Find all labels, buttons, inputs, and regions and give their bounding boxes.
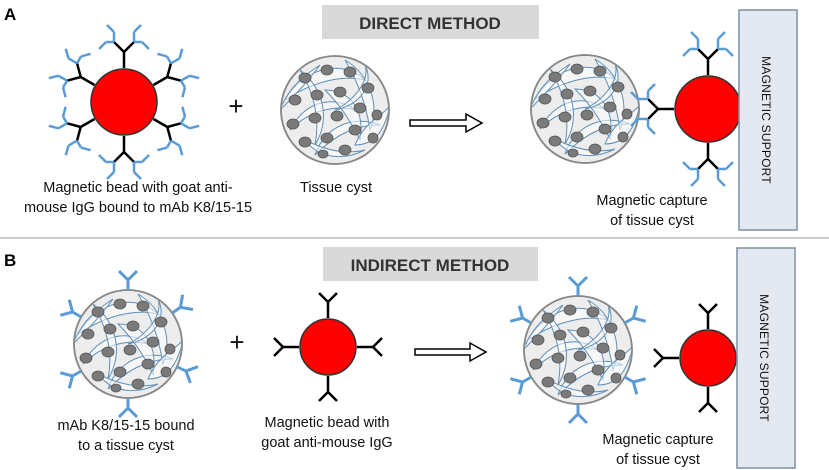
plus-sign-a: +: [228, 91, 243, 121]
tissue-cyst-a: [280, 56, 390, 164]
antibody-bead-a: [43, 23, 205, 181]
arrow-b: [414, 341, 488, 363]
title-box-a: DIRECT METHOD: [322, 5, 539, 39]
capture-caption-a-line1: Magnetic capture: [596, 193, 707, 209]
arrow-a: [409, 112, 484, 134]
magnetic-bead-b: [272, 291, 384, 403]
bead-caption-b-line1: Magnetic bead with: [265, 415, 390, 431]
bead-caption-a-line2: mouse IgG bound to mAb K8/15-15: [24, 200, 252, 216]
cyst-caption-b-line1: mAb K8/15-15 bound: [57, 418, 194, 434]
panel-b: B INDIRECT METHOD +: [4, 247, 796, 469]
magnetic-bead: [90, 68, 158, 136]
magnetic-support-label-b: MAGNETIC SUPPORT: [757, 294, 771, 422]
capture-caption-a-line2: of tissue cyst: [610, 213, 694, 229]
magnetic-support-a: MAGNETIC SUPPORT: [738, 9, 798, 231]
capture-caption-b-line1: Magnetic capture: [602, 432, 713, 448]
capture-complex-b: [508, 275, 737, 425]
bead-caption-a-line1: Magnetic bead with goat anti-: [43, 180, 233, 196]
cyst-caption-b-line2: to a tissue cyst: [78, 438, 174, 454]
capture-caption-b-line2: of tissue cyst: [616, 452, 700, 468]
magnetic-support-b: MAGNETIC SUPPORT: [736, 247, 796, 469]
title-indirect-method: INDIRECT METHOD: [351, 256, 510, 275]
cyst-caption-a: Tissue cyst: [300, 180, 372, 196]
panel-letter-a: A: [4, 5, 16, 24]
panel-a: A DIRECT METHOD +: [4, 5, 798, 231]
panel-letter-b: B: [4, 251, 16, 270]
antibody-cyst-b: [58, 269, 200, 419]
bead-caption-b-line2: goat anti-mouse IgG: [261, 435, 392, 451]
title-direct-method: DIRECT METHOD: [359, 14, 501, 33]
title-box-b: INDIRECT METHOD: [323, 247, 538, 281]
plus-sign-b: +: [229, 327, 244, 357]
magnetic-support-label-a: MAGNETIC SUPPORT: [759, 56, 773, 184]
capture-complex-a: [530, 30, 742, 188]
